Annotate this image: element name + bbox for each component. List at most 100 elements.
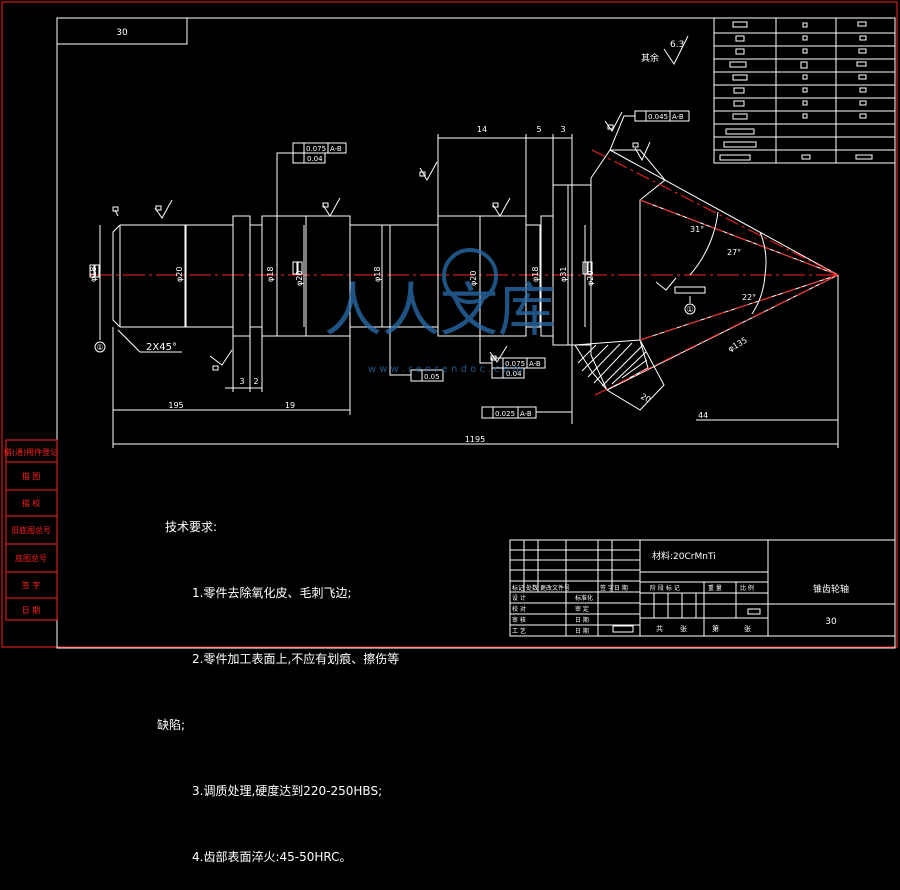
tol3-value: 0.075 <box>505 360 525 368</box>
cone-axis-upper <box>591 149 839 276</box>
tolerance-frame-3: 0.075 A-B 0.04 <box>479 336 546 379</box>
cone-axis-lower <box>594 274 839 396</box>
dim-20c: φ20 <box>469 271 478 286</box>
dim-5: 5 <box>536 125 541 134</box>
datum-a: ① <box>96 343 103 352</box>
tb-row2-0: 设 计 <box>512 594 526 602</box>
tol2-ref: A-B <box>672 113 684 121</box>
dim-20d: φ20 <box>586 271 595 286</box>
tb-row1-1: 处数 <box>526 584 538 592</box>
tb-row1-3: 签 字 <box>600 584 614 592</box>
dim-3b: 3 <box>239 377 244 386</box>
tol4-value: 0.05 <box>424 373 440 381</box>
dim-2: 2 <box>253 377 258 386</box>
part-name: 锥齿轮轴 <box>813 583 849 595</box>
tol3-ref: A-B <box>529 360 541 368</box>
tb-sheet-1: 张 <box>680 624 687 633</box>
dim-135: φ135 <box>727 336 749 354</box>
datum-b: ① <box>686 305 693 314</box>
angle-31: 31° <box>690 225 704 234</box>
tb-row5-0: 工 艺 <box>512 627 526 635</box>
chamfer-leader <box>117 329 182 353</box>
dim-18b: φ18 <box>373 267 382 282</box>
angle-arc-31 <box>689 211 719 276</box>
angle-arc-22 <box>751 274 766 315</box>
tol2-value: 0.045 <box>648 113 668 121</box>
dim-3: 3 <box>560 125 565 134</box>
pitch-line-upper <box>639 199 839 276</box>
dim-18a: φ18 <box>266 267 275 282</box>
dim-20a: φ20 <box>175 267 184 282</box>
strip-1: 描 图 <box>22 471 41 481</box>
dim-20b: φ20 <box>295 271 304 286</box>
strip-6: 日 期 <box>22 606 41 615</box>
tb-stage-2: 比 例 <box>740 584 754 592</box>
datum-circle-right <box>684 303 696 315</box>
note-4: 4.齿部表面淬火:45-50HRC。 <box>192 850 352 864</box>
angle-arc-27 <box>759 231 767 276</box>
dim-44: 44 <box>698 411 708 420</box>
dim-20: 20 <box>639 392 652 405</box>
datum-circle-left <box>94 341 106 353</box>
drawing-canvas: 30 <box>1 1 898 649</box>
tol3-b: 0.04 <box>506 370 522 378</box>
tolerance-frame-2: 0.045 A-B <box>609 110 690 151</box>
tb-stage-0: 阶 段 标 记 <box>650 584 680 592</box>
strip-3: 旧底图总号 <box>11 525 51 535</box>
code-box-text: 30 <box>116 28 128 38</box>
tb-stage-1: 重 量 <box>708 584 722 592</box>
diameter-dims <box>99 185 586 345</box>
title-block: 材料:20CrMnTi 锥齿轮轴 30 标记 处数 更改文件号 签 字 日 期 … <box>509 539 896 637</box>
watermark: 人人文库 w w w . r e n r e n d o c . c o m <box>324 248 556 375</box>
tolerance-frame-1: 0.075 A-B 0.04 <box>276 142 347 216</box>
material-label: 材料:20CrMnTi <box>652 550 716 562</box>
dim-31: φ31 <box>559 267 568 282</box>
tb-row4-2: 日 期 <box>575 616 589 624</box>
dim-14: 14 <box>477 125 487 134</box>
notes-title: 技术要求: <box>165 520 218 534</box>
tb-row3-2: 审 定 <box>575 605 589 613</box>
note-1: 1.零件去除氧化皮、毛刺飞边; <box>192 586 352 600</box>
pitch-line-lower <box>639 274 839 341</box>
tolerance-frame-5: 0.025 A-B <box>481 406 572 419</box>
dim-19: 19 <box>285 401 295 410</box>
code-box <box>56 17 188 45</box>
tol5-ref: A-B <box>520 410 532 418</box>
finish-symbol <box>663 35 689 65</box>
tb-row4-0: 审 核 <box>512 616 526 624</box>
tol1-value: 0.075 <box>306 145 326 153</box>
tol1-ref: A-B <box>330 145 342 153</box>
outer-frame <box>1 1 898 648</box>
strip-0: 借(通)用件登记 <box>4 447 58 457</box>
revision-table <box>713 17 896 164</box>
note-2: 2.零件加工表面上,不应有划痕、擦伤等 <box>192 652 400 666</box>
bottom-dims <box>112 275 839 448</box>
tb-row1-0: 标记 <box>512 584 524 592</box>
note-3: 3.调质处理,硬度达到220-250HBS; <box>192 784 383 798</box>
side-strip: 借(通)用件登记 描 图 描 校 旧底图总号 底图总号 签 字 日 期 <box>4 439 58 621</box>
tolerance-frame-4: 0.05 <box>389 327 444 382</box>
tb-row1-2: 更改文件号 <box>540 584 570 592</box>
finish-label: 其余 <box>641 52 659 64</box>
strip-4: 底图总号 <box>15 553 47 563</box>
part-code: 30 <box>825 617 837 627</box>
strip-5: 签 字 <box>22 580 41 590</box>
note-defect: 缺陷; <box>157 718 186 732</box>
tb-row3-0: 校 对 <box>512 605 526 613</box>
tol1-b: 0.04 <box>307 155 323 163</box>
watermark-url: w w w . r e n r e n d o c . c o m <box>368 364 522 375</box>
dim-total: 1195 <box>465 435 485 444</box>
tech-notes: 技术要求: 1.零件去除氧化皮、毛刺飞边; 2.零件加工表面上,不应有划痕、擦伤… <box>157 472 400 890</box>
roughness-marks <box>112 111 677 371</box>
tb-sheet-0: 共 <box>656 624 663 633</box>
dim-18c: φ18 <box>531 267 540 282</box>
tb-sheet-3: 张 <box>744 624 751 633</box>
angle-27: 27° <box>727 248 741 257</box>
angle-22: 22° <box>742 293 756 302</box>
tb-sheet-2: 第 <box>712 624 719 633</box>
inner-frame <box>56 17 896 649</box>
gear-hatch <box>574 339 649 391</box>
top-dims <box>437 134 573 225</box>
watermark-text: 人人文库 <box>324 276 556 344</box>
dim-195: 195 <box>168 401 183 410</box>
